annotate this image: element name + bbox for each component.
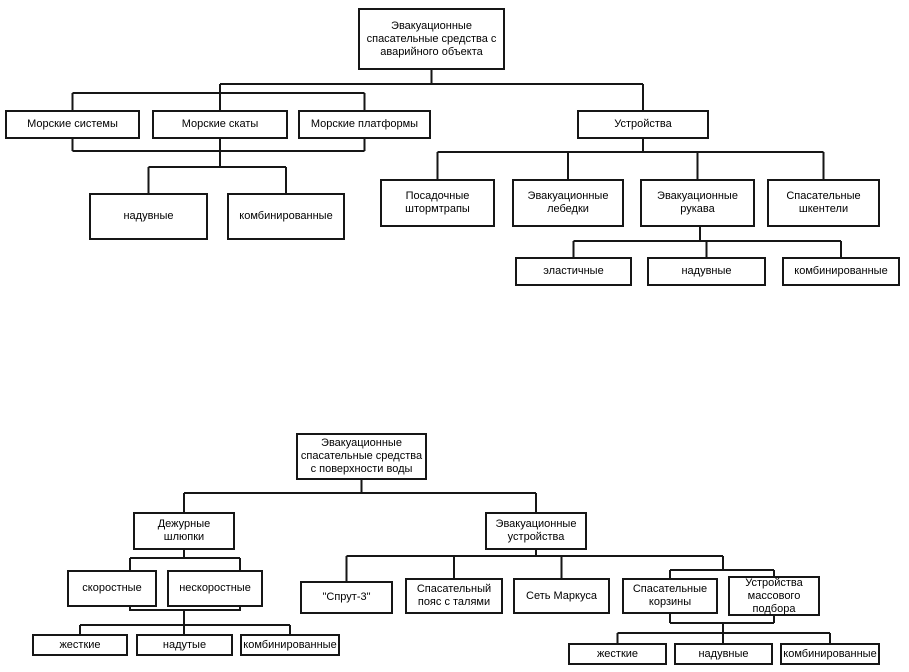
node-evacuation-devices: Эвакуационные устройства — [485, 512, 587, 550]
node-boarding-storm-ladders: Посадочные штормтрапы — [380, 179, 495, 227]
node-evacuation-winches: Эвакуационные лебедки — [512, 179, 624, 227]
node-evac-from-water-surface: Эвакуационные спасательные средства с по… — [296, 433, 427, 480]
node-mass-pickup-devices: Устройства массового подбора — [728, 576, 820, 616]
node-combined-baskets: комбинированные — [780, 643, 880, 665]
node-sprut-3: "Спрут-3" — [300, 581, 393, 614]
node-marine-slipways: Морские скаты — [152, 110, 288, 139]
node-marine-platforms: Морские платформы — [298, 110, 431, 139]
node-fast-boats: скоростные — [67, 570, 157, 607]
node-inflatable-baskets: надувные — [674, 643, 773, 665]
node-elastic: эластичные — [515, 257, 632, 286]
node-duty-boats: Дежурные шлюпки — [133, 512, 235, 550]
node-inflated-boats: надутые — [136, 634, 233, 656]
node-non-fast-boats: нескоростные — [167, 570, 263, 607]
node-marine-systems: Морские системы — [5, 110, 140, 139]
node-markus-net: Сеть Маркуса — [513, 578, 610, 614]
node-rescue-baskets: Спасательные корзины — [622, 578, 718, 614]
node-rescue-pendants: Спасательные шкентели — [767, 179, 880, 227]
node-evac-from-emergency-object: Эвакуационные спасательные средства с ав… — [358, 8, 505, 70]
node-combined-boats: комбинированные — [240, 634, 340, 656]
node-combined-chutes: комбинированные — [782, 257, 900, 286]
node-inflatable: надувные — [89, 193, 208, 240]
node-rigid-boats: жесткие — [32, 634, 128, 656]
node-rescue-belt-with-tackles: Спасательный пояс с талями — [405, 578, 503, 614]
node-combined: комбинированные — [227, 193, 345, 240]
node-inflatable-chutes: надувные — [647, 257, 766, 286]
node-evacuation-chutes: Эвакуационные рукава — [640, 179, 755, 227]
node-devices: Устройства — [577, 110, 709, 139]
node-rigid-baskets: жесткие — [568, 643, 667, 665]
